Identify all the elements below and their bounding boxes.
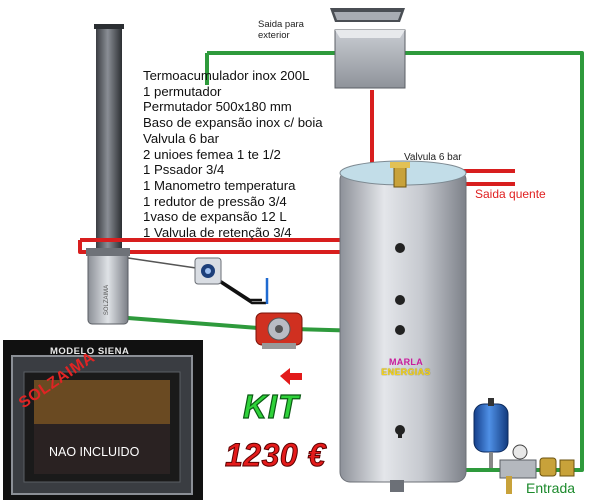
spec-item: 1 Pssador 3/4 [143,162,225,178]
thermostat-control-icon [194,257,222,285]
tank-brand-line1: MARLA [389,357,423,367]
spec-item: 1 Manometro temperatura [143,177,296,193]
cold-inlet-label: Entrada [526,480,576,496]
spec-item: 1 Valvula de retenção 3/4 [143,225,292,241]
circulation-pump-icon [255,312,303,349]
stove-image [3,340,203,500]
spec-item: Termoacumulador inox 200L [143,68,310,83]
svg-text:SOLZAIMA: SOLZAIMA [104,285,110,315]
safety-valve-icon [390,162,410,188]
kit-specification-list: Termoacumulador inox 200L 1 permutador P… [143,68,323,241]
spec-item: Permutador 500x180 mm [143,99,292,115]
kit-title: KIT [242,387,300,425]
control-cables [127,257,269,305]
hot-outlet-label: Saida quente [475,187,546,201]
tank-brand-line2: ENERGIAS [381,367,431,377]
chimney-heat-exchanger: SOLZAIMA [86,248,130,325]
spec-item: 2 unioes femea 1 te 1/2 [143,146,281,162]
expansion-tank-box [330,8,406,89]
spec-item: 1 permutador [143,83,222,99]
spec-item: Baso de expansão inox c/ boia [143,115,323,131]
flow-direction-arrow-icon [280,368,302,385]
stove-model-label: MODELO SIENA [50,346,130,357]
stove-not-included-label: NAO INCLUIDO [49,445,140,459]
expansion-vessel-icon [473,398,509,468]
safety-valve-label: Valvula 6 bar [404,152,462,163]
kit-price: 1230 € [225,437,326,474]
chimney-pipe [94,24,124,252]
storage-tank [339,160,467,492]
spec-item: Valvula 6 bar [143,130,219,146]
spec-item: 1 redutor de pressão 3/4 [143,193,287,209]
spec-item: 1vaso de expansão 12 L [143,209,287,225]
exterior-outlet-label: Saida para exterior [258,19,304,41]
inlet-manifold [499,444,575,494]
